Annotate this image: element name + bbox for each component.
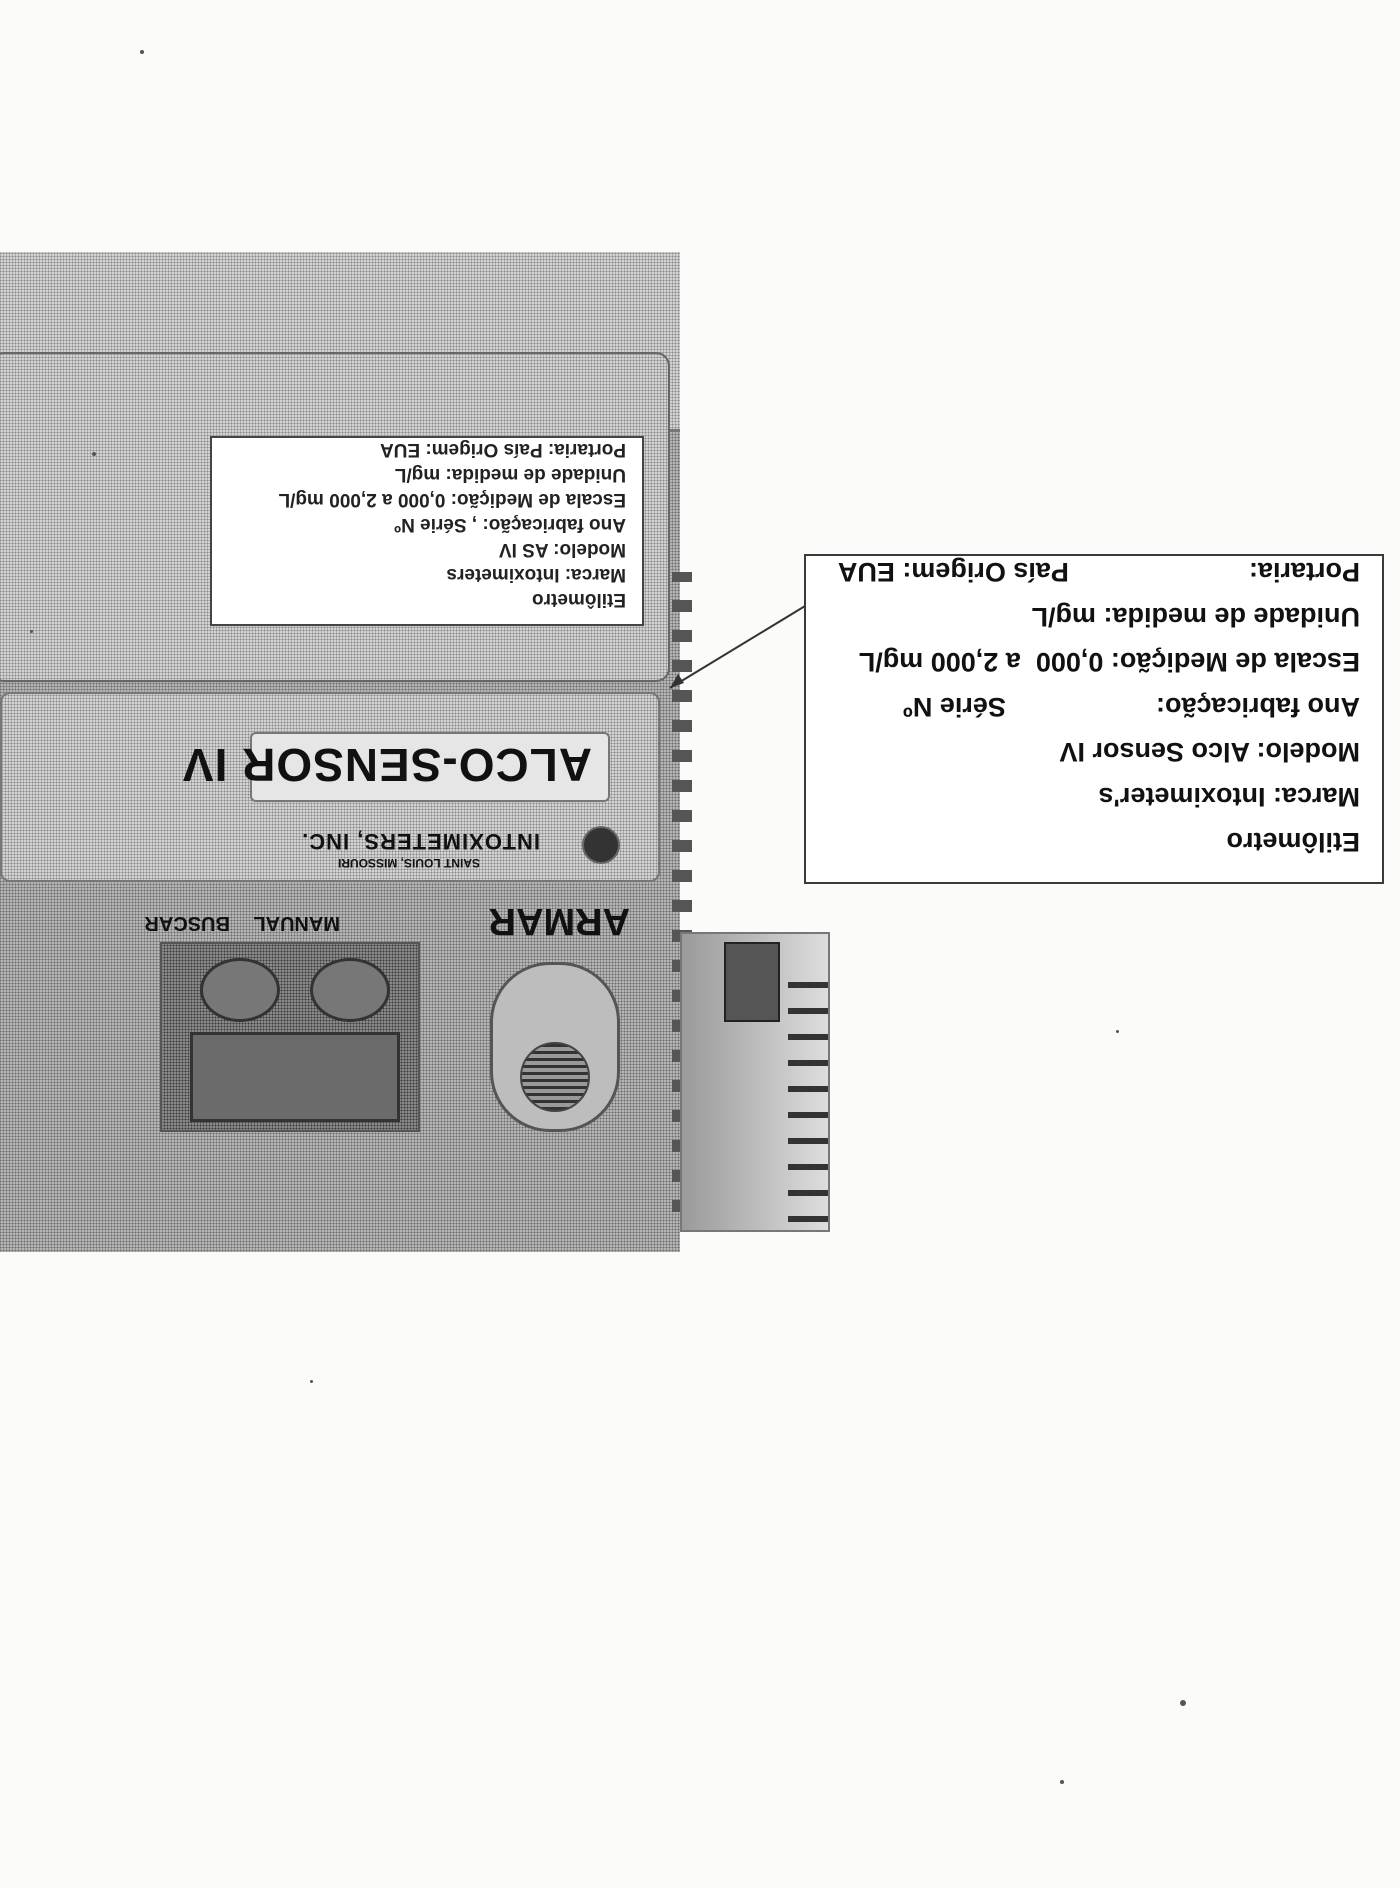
speaker-grille bbox=[520, 1042, 590, 1112]
maker-name: INTOXIMETERS, INC. bbox=[301, 829, 540, 854]
label-line: Marca: Intoximeters bbox=[446, 564, 626, 585]
breathalyzer-illustration: Etilômetro Marca: Intoximeters Modelo: A… bbox=[0, 252, 830, 1252]
callout-line: Etilômetro bbox=[1226, 827, 1360, 857]
spec-callout-box: Etilômetro Marca: Intoximeter's Modelo: … bbox=[804, 554, 1384, 884]
scan-speck bbox=[1060, 1780, 1064, 1784]
side-port-slot bbox=[724, 942, 780, 1022]
scan-speck bbox=[310, 1380, 313, 1383]
device-spec-label: Etilômetro Marca: Intoximeters Modelo: A… bbox=[210, 436, 644, 626]
brand-plate-text: ALCO-SENSOR IV bbox=[181, 739, 592, 791]
scan-speck bbox=[1116, 1030, 1119, 1033]
callout-pointer bbox=[669, 602, 811, 689]
side-port-ticks bbox=[788, 962, 828, 1222]
display-window bbox=[190, 1032, 400, 1122]
callout-line: Modelo: Alco Sensor IV bbox=[1059, 737, 1360, 767]
manual-label: MANUAL bbox=[253, 912, 340, 934]
manual-button[interactable] bbox=[310, 958, 390, 1022]
arm-label: ARMAR bbox=[488, 900, 630, 942]
maker-location: SAINT LOUIS, MISSOURI bbox=[337, 856, 480, 870]
search-label: BUSCAR bbox=[144, 912, 230, 934]
callout-line: Ano fabricação: Série Nº bbox=[903, 692, 1360, 722]
scan-speck bbox=[1180, 1700, 1186, 1706]
search-button[interactable] bbox=[200, 958, 280, 1022]
label-line: Modelo: AS IV bbox=[498, 539, 626, 560]
callout-line: Unidade de medida: mg/L bbox=[1031, 602, 1360, 632]
scan-speck bbox=[92, 452, 96, 456]
callout-line: Escala de Medição: 0,000 a 2,000 mg/L bbox=[858, 647, 1360, 677]
scan-speck bbox=[30, 630, 33, 633]
label-line: Unidade de medida: mg/L bbox=[394, 464, 626, 485]
label-line: Escala de Medição: 0,000 a 2,000 mg/L bbox=[278, 489, 626, 510]
label-line: Ano fabricação: , Série Nº bbox=[394, 514, 626, 535]
callout-line: Marca: Intoximeter's bbox=[1098, 782, 1360, 812]
callout-line: Portaria: País Origem: EUA bbox=[837, 557, 1360, 587]
label-line: Etilômetro bbox=[532, 589, 626, 610]
label-line: Portaria: País Origem: EUA bbox=[379, 439, 626, 460]
scan-speck bbox=[140, 50, 144, 54]
indicator-light bbox=[582, 826, 620, 864]
